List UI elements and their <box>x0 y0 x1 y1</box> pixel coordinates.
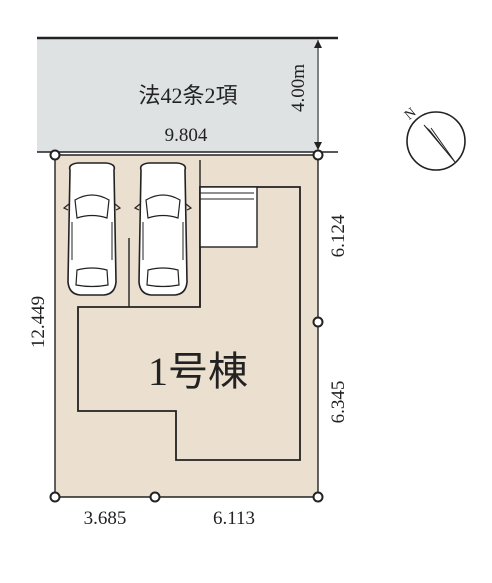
bottom-left-dimension: 3.685 <box>84 508 127 529</box>
right-lower-dimension: 6.345 <box>328 381 349 424</box>
survey-point <box>312 316 324 328</box>
road-width-arrow-bottom <box>314 142 322 150</box>
building-label: 1号棟 <box>148 349 248 394</box>
survey-point <box>312 491 324 503</box>
survey-point <box>149 491 161 503</box>
right-upper-dimension: 6.124 <box>328 214 349 257</box>
road-width-arrow-top <box>314 40 322 48</box>
left-side-dimension: 12.449 <box>28 296 49 348</box>
road-area <box>37 38 319 152</box>
survey-point <box>312 149 324 161</box>
bottom-right-dimension: 6.113 <box>213 508 255 529</box>
frontage-dimension: 9.804 <box>165 125 208 146</box>
road-width-label: 4.00m <box>288 64 309 112</box>
road-label: 法42条2項 <box>138 83 237 108</box>
survey-point <box>49 149 61 161</box>
entrance-box <box>199 186 258 248</box>
building-footprint <box>77 186 301 461</box>
car-icon <box>62 162 122 296</box>
car-icon <box>133 162 193 296</box>
compass-icon: N <box>402 105 466 171</box>
survey-point <box>49 491 61 503</box>
